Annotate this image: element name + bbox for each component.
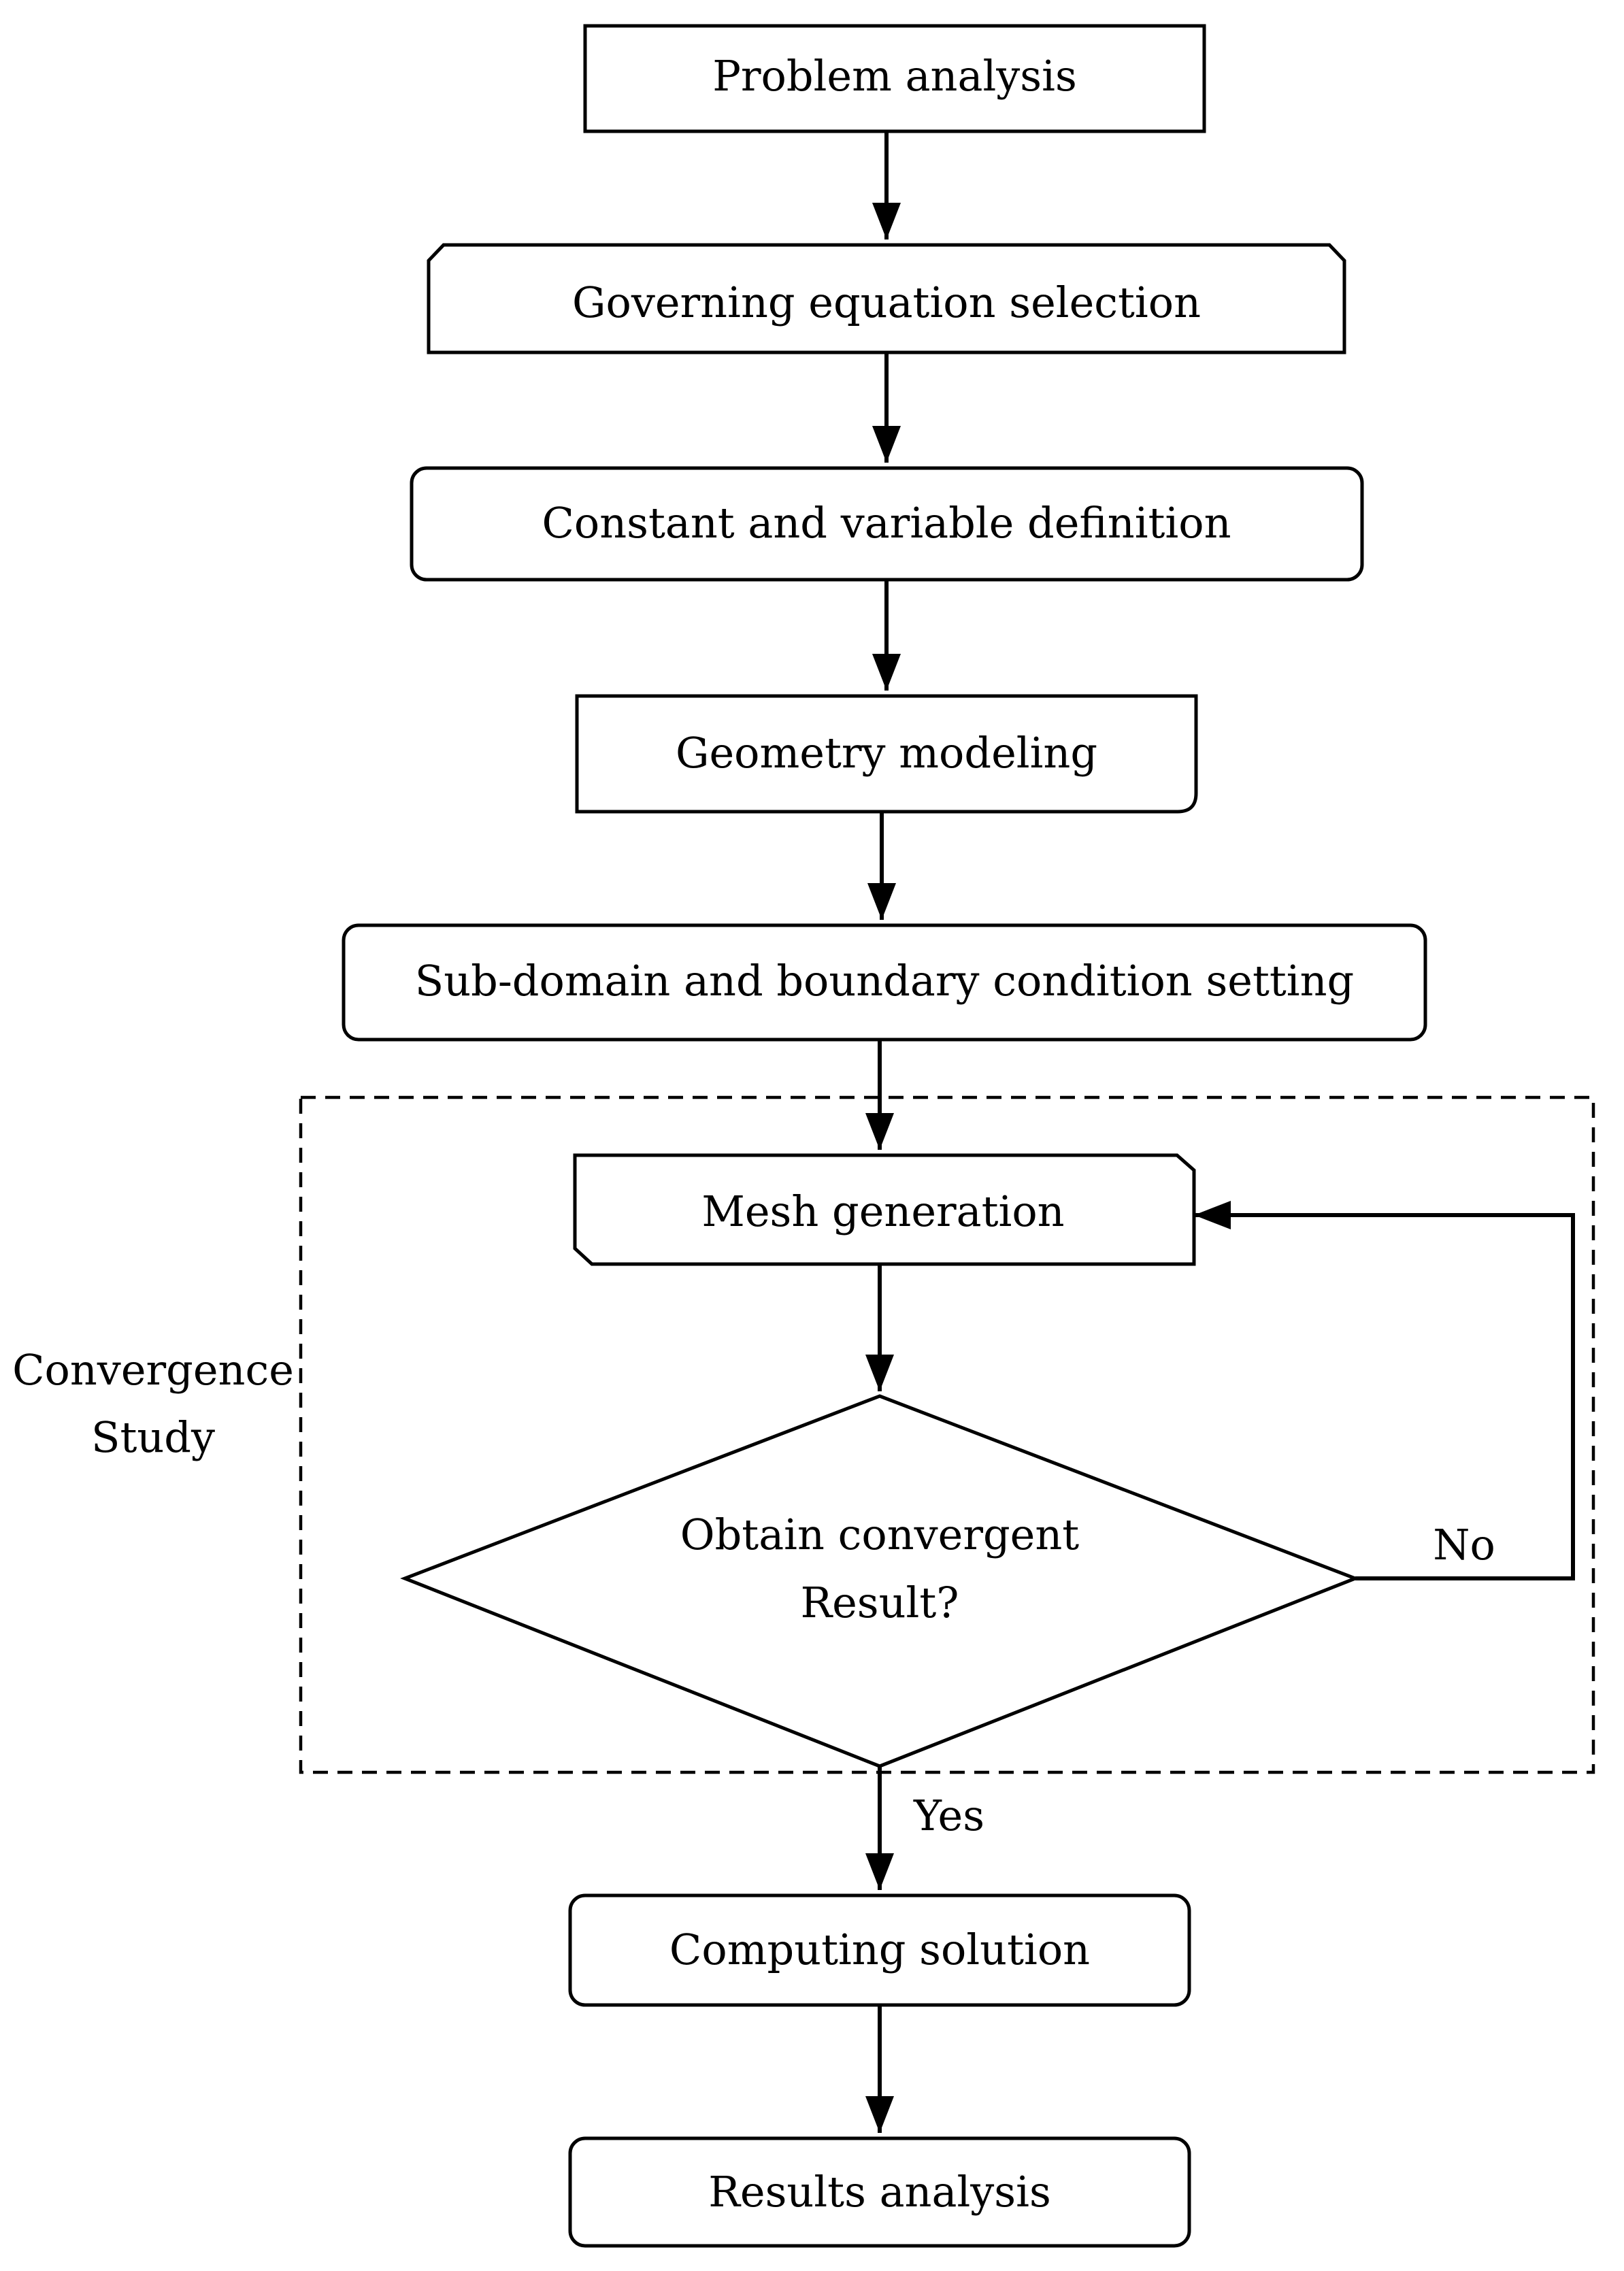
node-problem-analysis-label: Problem analysis	[712, 51, 1077, 101]
node-results-analysis	[568, 2136, 1191, 2248]
node-constant-variable	[410, 466, 1364, 582]
node-geometry-modeling	[575, 694, 1198, 814]
convergence-study-label-line1: Convergence	[12, 1345, 294, 1395]
node-computing-solution	[568, 1893, 1191, 2007]
node-constant-variable-label: Constant and variable definition	[542, 498, 1231, 548]
node-subdomain-boundary	[342, 923, 1427, 1042]
convergence-study-label-line2: Study	[91, 1412, 215, 1462]
node-decision	[400, 1394, 1360, 1768]
convergence-study-group	[299, 1095, 1595, 1774]
node-subdomain-boundary-label: Sub-domain and boundary condition settin…	[415, 956, 1354, 1006]
node-governing-equation-label: Governing equation selection	[572, 278, 1201, 327]
edge-label-no: No	[1433, 1520, 1495, 1570]
node-computing-solution-label: Computing solution	[669, 1925, 1090, 1974]
node-mesh-generation-label: Mesh generation	[701, 1187, 1064, 1236]
node-decision-label-line2: Result?	[800, 1578, 959, 1627]
node-governing-equation	[427, 243, 1346, 354]
node-geometry-modeling-label: Geometry modeling	[676, 728, 1097, 778]
edge-label-yes: Yes	[913, 1791, 984, 1840]
arrow-no-loop	[1194, 1201, 1575, 1580]
node-decision-label-line1: Obtain convergent	[680, 1510, 1080, 1559]
node-problem-analysis	[583, 24, 1206, 133]
node-mesh-generation	[573, 1153, 1196, 1266]
node-results-analysis-label: Results analysis	[708, 2167, 1051, 2217]
